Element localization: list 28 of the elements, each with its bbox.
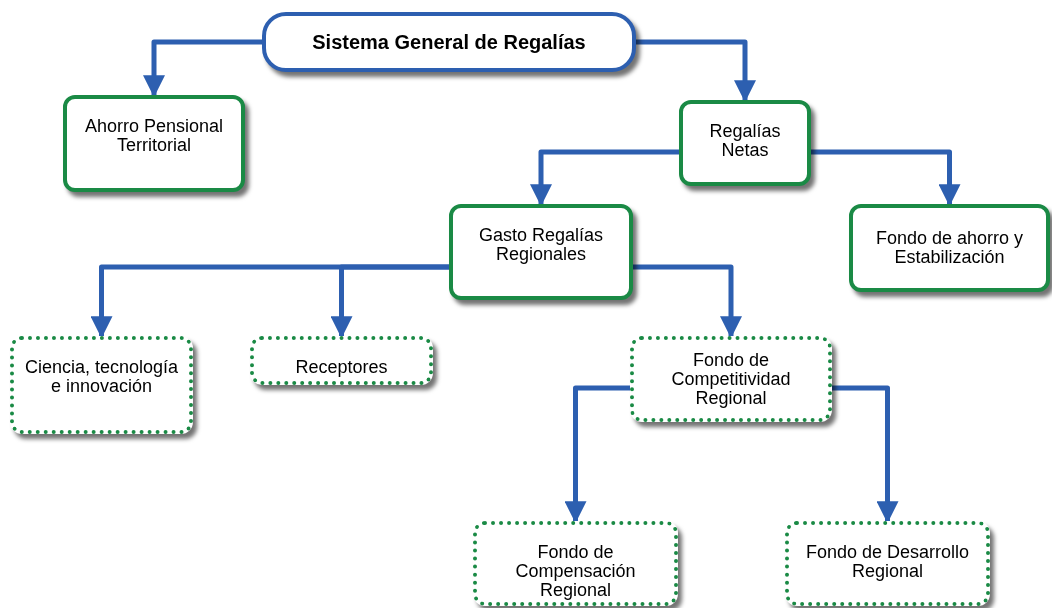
arrow: [143, 39, 262, 98]
node-label: Fondo de Competitividad Regional: [670, 350, 792, 408]
arrow: [811, 149, 961, 207]
node-label: Fondo de Desarrollo Regional: [804, 543, 971, 581]
node-label: Ciencia, tecnología e innovación: [23, 358, 180, 396]
process-box: [679, 100, 811, 186]
node-label: Sistema General de Regalías: [311, 32, 587, 52]
arrow: [633, 264, 742, 339]
process-box: [785, 521, 990, 606]
process-box: [10, 336, 193, 434]
arrow: [636, 39, 756, 103]
arrow: [330, 264, 449, 339]
process-box: [250, 336, 433, 385]
arrow: [564, 385, 630, 524]
arrow: [530, 149, 679, 207]
node-label: Receptores: [294, 358, 389, 377]
process-box: [849, 204, 1050, 292]
title-box: [262, 12, 636, 72]
process-box: [630, 336, 832, 422]
node-label: Ahorro Pensional Territorial: [83, 117, 225, 155]
node-label: Regalías Netas: [708, 122, 782, 160]
arrow: [832, 385, 899, 524]
node-label: Fondo de ahorro y Estabilización: [874, 229, 1025, 267]
process-box: [473, 521, 678, 606]
process-box: [449, 204, 633, 300]
node-label: Gasto Regalías Regionales: [477, 226, 605, 264]
process-box: [63, 95, 245, 192]
node-label: Fondo de Compensación Regional: [514, 543, 637, 600]
